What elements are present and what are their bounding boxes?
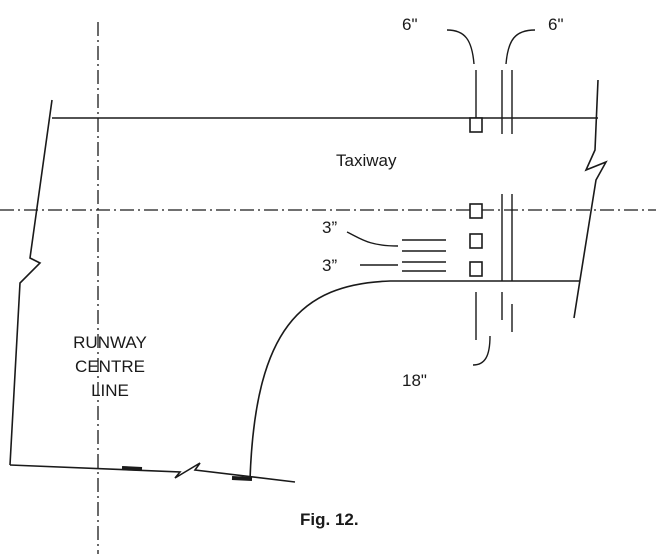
edge-mark-right <box>231 476 253 481</box>
dim-top-left: 6" <box>402 15 418 34</box>
dim-top-right: 6" <box>548 15 564 34</box>
figure-caption: Fig. 12. <box>300 510 359 529</box>
taxiway-lower-edge-fillet <box>249 280 580 481</box>
mid-box-2 <box>469 233 483 249</box>
mid-box-3 <box>469 261 483 277</box>
dim-mid-lower: 3” <box>322 256 337 275</box>
dim-mid-upper: 3” <box>322 218 337 237</box>
leader-6in-right <box>505 29 536 65</box>
dim-bottom: 18" <box>402 371 427 390</box>
taxiway-label: Taxiway <box>336 151 397 170</box>
runway-label-line-2: CENTRE <box>75 357 145 376</box>
leader-6in-left <box>446 29 475 65</box>
runway-bottom-edge <box>9 462 296 483</box>
top-marking-box <box>469 117 483 133</box>
edge-mark-left <box>121 466 143 471</box>
taxiway-right-break <box>573 79 608 319</box>
leader-18in <box>472 335 491 366</box>
runway-label-line-1: RUNWAY <box>73 333 147 352</box>
leader-3in-upper <box>346 231 399 247</box>
mid-box-1 <box>469 203 483 219</box>
runway-left-edge <box>9 99 53 466</box>
runway-label-line-3: LINE <box>91 381 129 400</box>
